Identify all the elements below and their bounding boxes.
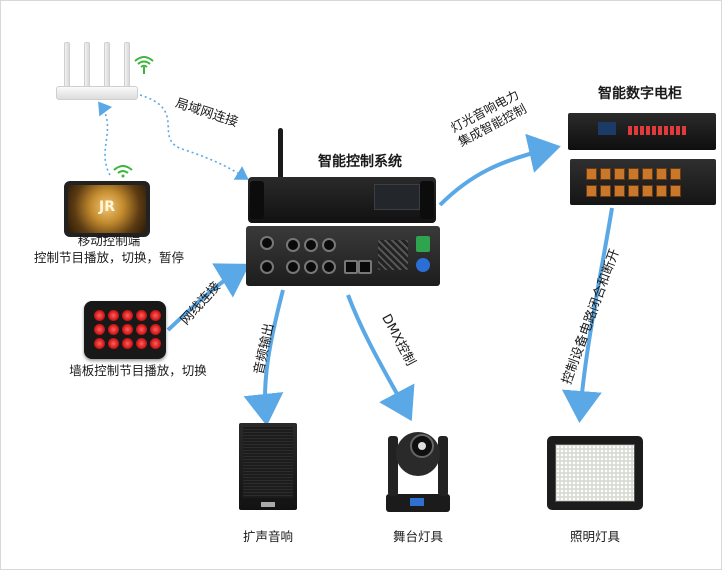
arrow-router-tablet [98, 101, 113, 176]
speaker-icon [239, 423, 297, 510]
caption-mobile: 移动控制端 控制节目播放，切换，暂停 [30, 232, 188, 266]
wifi-icon [134, 56, 154, 74]
caption-stage-light: 舞台灯具 [392, 529, 443, 544]
label-controller: 智能控制系统 [318, 154, 402, 170]
tablet-icon: JR [64, 181, 150, 237]
moving-head-light-icon [386, 432, 450, 512]
arrow-integration [438, 133, 561, 207]
tablet-wifi-icon [113, 165, 133, 178]
arrow-wire [166, 263, 250, 332]
caption-mobile-line2: 控制节目播放，切换，暂停 [33, 250, 184, 265]
arrow-dmx [346, 294, 415, 422]
arrow-circuit [561, 207, 614, 423]
wall-panel-icon [84, 301, 166, 359]
caption-lighting: 照明灯具 [569, 529, 620, 544]
floodlight-icon [547, 436, 643, 510]
caption-speaker: 扩声音响 [242, 529, 293, 544]
label-cabinet: 智能数字电柜 [598, 86, 682, 102]
caption-wallpanel: 墙板控制节目播放，切换 [69, 363, 207, 378]
arrow-audio [243, 289, 285, 426]
arrow-lan [139, 94, 249, 180]
tablet-logo: JR [99, 199, 115, 215]
caption-mobile-line1: 移动控制端 [77, 233, 141, 248]
